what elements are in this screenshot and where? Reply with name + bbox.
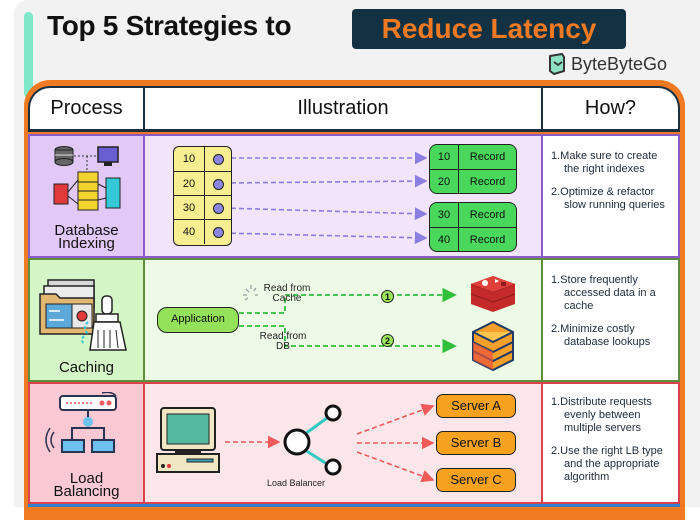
- record-value: Record: [469, 209, 506, 221]
- how-item: 1.Make sure to create the right indexes: [551, 150, 658, 175]
- index-row: 30: [174, 195, 231, 220]
- server-a: Server A: [436, 394, 516, 418]
- read-from-db-label: Read from DB: [253, 332, 313, 352]
- brand: ByteByteGo: [548, 53, 667, 75]
- title-highlight: Reduce Latency: [352, 9, 626, 49]
- column-header-how: How?: [584, 97, 637, 119]
- column-header-process: Process: [30, 88, 145, 129]
- index-row: 20: [174, 171, 231, 196]
- network-router-icon: [45, 392, 117, 453]
- process-cell: Database Indexing: [30, 136, 145, 256]
- table-header: Process Illustration How?: [28, 86, 680, 132]
- column-header-illustration: Illustration: [145, 88, 543, 129]
- pointer-arrow: [222, 231, 428, 245]
- server-c: Server C: [436, 468, 516, 492]
- label-line: Read from: [263, 283, 311, 294]
- pointer-arrow: [222, 207, 428, 221]
- lb-to-server-c-arrow: [356, 451, 435, 483]
- label-line: Cache: [272, 293, 302, 304]
- illustration-cell: Application Read from Cache Read from DB…: [145, 260, 543, 380]
- index-row: 40: [174, 219, 231, 244]
- step-badge-1: 1: [381, 290, 394, 303]
- load-balancer-label: Load Balancer: [267, 478, 326, 488]
- application-node: Application: [157, 307, 239, 333]
- index-key: 20: [174, 172, 205, 196]
- how-cell: 1.Store frequently accessed data in a ca…: [543, 260, 678, 380]
- read-from-cache-label: Read from Cache: [257, 284, 317, 304]
- record-value: Record: [469, 176, 506, 188]
- process-cell: Load Balancing: [30, 384, 145, 502]
- label-line: DB: [276, 341, 290, 352]
- pointer-dot: [213, 227, 224, 238]
- process-label-line1: Caching: [58, 359, 115, 376]
- accent-bar: [24, 12, 33, 98]
- lb-to-server-a-arrow: [356, 403, 435, 435]
- pointer-dot: [213, 154, 224, 165]
- index-key: 30: [174, 196, 205, 220]
- step-badge-2: 2: [381, 334, 394, 347]
- database-stack-icon: [472, 320, 514, 372]
- bytebytego-logo-icon: [549, 53, 565, 75]
- how-item: 2.Optimize & refactor slow running queri…: [551, 186, 665, 211]
- record-key: 40: [430, 228, 459, 251]
- index-row: 10: [174, 147, 231, 172]
- record-row: 40 Record: [430, 227, 516, 251]
- process-cell: Caching: [30, 260, 145, 380]
- db-read-path: [239, 325, 457, 354]
- record-key: 20: [430, 170, 459, 193]
- process-label-line2: Indexing: [58, 235, 115, 252]
- record-key: 30: [430, 203, 459, 227]
- how-cell: 1.Distribute requests evenly between mul…: [543, 384, 678, 502]
- table-row-caching: Caching: [28, 258, 680, 382]
- load-balancer-icon: [283, 404, 342, 476]
- index-key: 40: [174, 220, 205, 244]
- table-row-load-balancing: Load Balancing: [28, 382, 680, 504]
- record-value: Record: [469, 151, 506, 163]
- redis-icon: [470, 276, 516, 312]
- database-indexing-icon: [53, 146, 121, 211]
- how-cell: 1.Make sure to create the right indexes …: [543, 136, 678, 256]
- how-item: 2.Use the right LB type and the appropri…: [551, 445, 663, 483]
- page-title: Top 5 Strategies to: [47, 10, 292, 41]
- label-line: Read from: [259, 331, 307, 342]
- load-balancing-diagram: [156, 403, 435, 483]
- record-value: Record: [469, 234, 506, 246]
- pointer-dot: [213, 179, 224, 190]
- how-item: 2.Minimize costly database lookups: [551, 323, 651, 348]
- next-row-border: [28, 504, 680, 507]
- record-row: 10 Record: [430, 145, 516, 169]
- desktop-computer-icon: [156, 407, 220, 473]
- record-row: 20 Record: [430, 169, 516, 193]
- index-key: 10: [174, 147, 205, 172]
- record-row: 30 Record: [430, 203, 516, 227]
- brand-name: ByteByteGo: [571, 53, 668, 74]
- process-label-line2: Balancing: [53, 483, 120, 500]
- pointer-arrow: [222, 174, 428, 188]
- how-item: 1.Store frequently accessed data in a ca…: [551, 274, 656, 312]
- record-key: 10: [430, 145, 459, 169]
- server-b: Server B: [436, 431, 516, 455]
- process-label-line1: Load: [69, 470, 104, 487]
- index-pointer-arrows: [222, 151, 428, 245]
- cache-flow-arrows: [239, 276, 516, 372]
- loading-spinner-icon: [243, 285, 258, 301]
- cache-read-path: [239, 287, 457, 314]
- how-item: 1.Distribute requests evenly between mul…: [551, 396, 652, 434]
- index-table: 10 20 30 40: [173, 146, 232, 246]
- caching-folder-brush-icon: [39, 279, 127, 351]
- pointer-dot: [213, 203, 224, 214]
- illustration-cell: Load Balancer Server A Server B Server C: [145, 384, 543, 502]
- process-label-line1: Database: [54, 222, 119, 239]
